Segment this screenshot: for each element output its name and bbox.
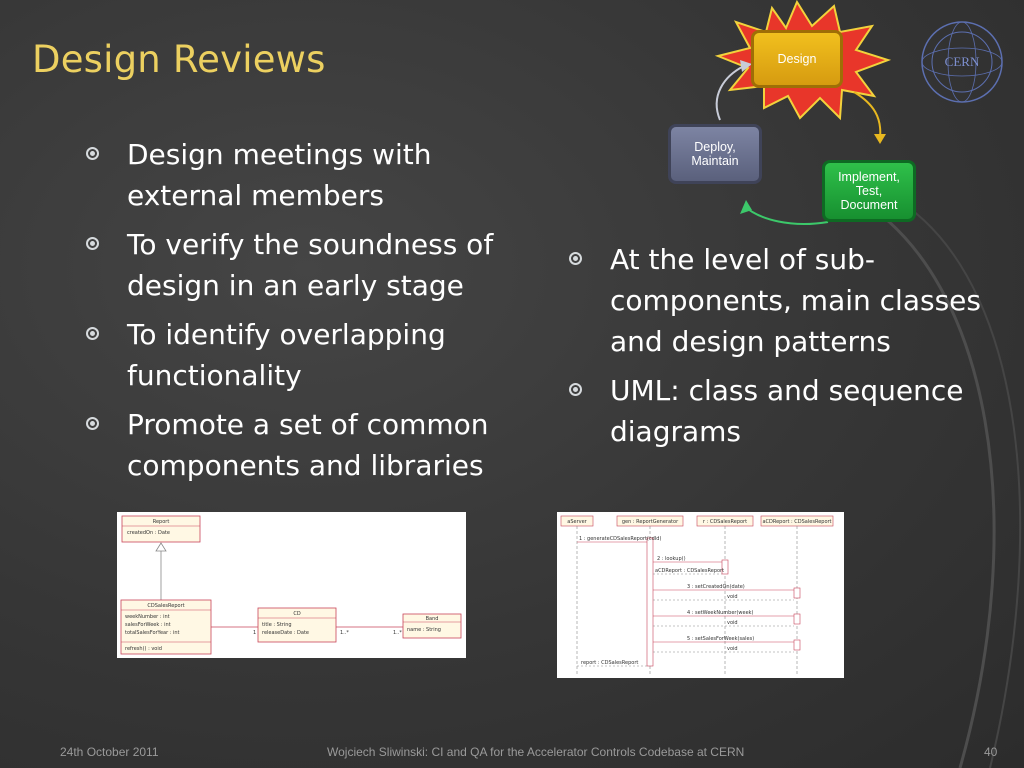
sequence-message: void: [727, 620, 738, 626]
mult-cd-left: 1: [253, 630, 256, 636]
class-cdsales-attr: weekNumber : int: [125, 614, 170, 620]
deploy-node-label-2: Maintain: [691, 154, 739, 168]
lifeline-label: aCDReport : CDSalesReport: [762, 519, 831, 525]
class-band-name: Band: [426, 616, 439, 622]
list-item: To identify overlapping functionality: [86, 314, 506, 396]
sequence-message: void: [727, 646, 738, 652]
class-report-name: Report: [153, 519, 170, 525]
arrow-implement-to-deploy: [743, 205, 829, 225]
arrow-design-to-implement: [853, 91, 882, 139]
arrow-deploy-to-design: [715, 65, 745, 121]
list-item: To verify the soundness of design in an …: [86, 224, 506, 306]
class-band-attr: name : String: [407, 627, 441, 633]
list-item: At the level of sub-components, main cla…: [569, 239, 989, 362]
class-cdsales-method: refresh() : void: [125, 646, 162, 652]
bullet-icon: [86, 327, 99, 340]
deploy-node: Deploy, Maintain: [668, 124, 762, 184]
uml-sequence-diagram: aServer gen : ReportGenerator r : CDSale…: [557, 512, 844, 678]
cern-logo: CERN: [921, 21, 1003, 103]
sequence-message: 1 : generateCDSalesReport(cdId): [579, 536, 661, 542]
sequence-message: 3 : setCreatedOn(date): [687, 584, 745, 590]
bullet-text: UML: class and sequence diagrams: [610, 374, 964, 448]
right-bullet-list: At the level of sub-components, main cla…: [569, 239, 989, 460]
list-item: Design meetings with external members: [86, 134, 506, 216]
left-bullet-list: Design meetings with external members To…: [86, 134, 506, 494]
bullet-icon: [569, 252, 582, 265]
class-cd-name: CD: [293, 611, 300, 617]
sequence-message: 4 : setWeekNumber(week): [687, 610, 754, 616]
mult-band: 1..*: [393, 630, 402, 636]
bullet-text: To identify overlapping functionality: [127, 318, 446, 392]
lifeline-label: gen : ReportGenerator: [622, 519, 679, 525]
sequence-message: 2 : lookup(): [657, 556, 686, 562]
sequence-message: report : CDSalesReport: [581, 660, 638, 666]
lifeline-label: r : CDSalesReport: [703, 519, 747, 525]
list-item: UML: class and sequence diagrams: [569, 370, 989, 452]
sequence-message: void: [727, 594, 738, 600]
mult-cd-right: 1..*: [340, 630, 349, 636]
class-cdsales-name: CDSalesReport: [147, 603, 184, 609]
bullet-text: To verify the soundness of design in an …: [127, 228, 494, 302]
deploy-node-label-1: Deploy,: [694, 140, 736, 154]
class-cdsales-attr: totalSalesForYear : int: [125, 630, 180, 636]
class-cd-attr: releaseDate : Date: [262, 630, 309, 636]
list-item: Promote a set of common components and l…: [86, 404, 506, 486]
bullet-icon: [86, 147, 99, 160]
bullet-icon: [86, 237, 99, 250]
bullet-text: Design meetings with external members: [127, 138, 432, 212]
implement-node-label-2: Test,: [855, 184, 883, 198]
sequence-message: 5 : setSalesForWeek(sales): [687, 636, 754, 642]
footer-title: Wojciech Sliwinski: CI and QA for the Ac…: [327, 745, 745, 759]
implement-node: Implement, Test, Document: [822, 160, 916, 222]
implement-node-label-3: Document: [840, 198, 898, 212]
bullet-text: Promote a set of common components and l…: [127, 408, 489, 482]
class-report-attr: createdOn : Date: [127, 530, 170, 536]
cern-logo-text: CERN: [945, 54, 980, 69]
design-node-label: Design: [777, 52, 817, 66]
design-node: Design: [751, 30, 843, 88]
bullet-text: At the level of sub-components, main cla…: [610, 243, 981, 358]
bullet-icon: [86, 417, 99, 430]
uml-class-diagram: Report createdOn : Date CDSalesReport we…: [117, 512, 466, 658]
lifeline-label: aServer: [567, 519, 587, 525]
bullet-icon: [569, 383, 582, 396]
class-cd-attr: title : String: [262, 622, 292, 628]
implement-node-label-1: Implement,: [838, 170, 900, 184]
footer-date: 24th October 2011: [60, 745, 159, 759]
slide-title: Design Reviews: [32, 38, 326, 81]
design-cycle-diagram: Design Deploy, Maintain Implement, Test,…: [660, 0, 920, 240]
sequence-message: aCDReport : CDSalesReport: [655, 568, 724, 574]
footer-page-number: 40: [984, 745, 998, 759]
class-cdsales-attr: salesForWeek : int: [125, 622, 171, 628]
